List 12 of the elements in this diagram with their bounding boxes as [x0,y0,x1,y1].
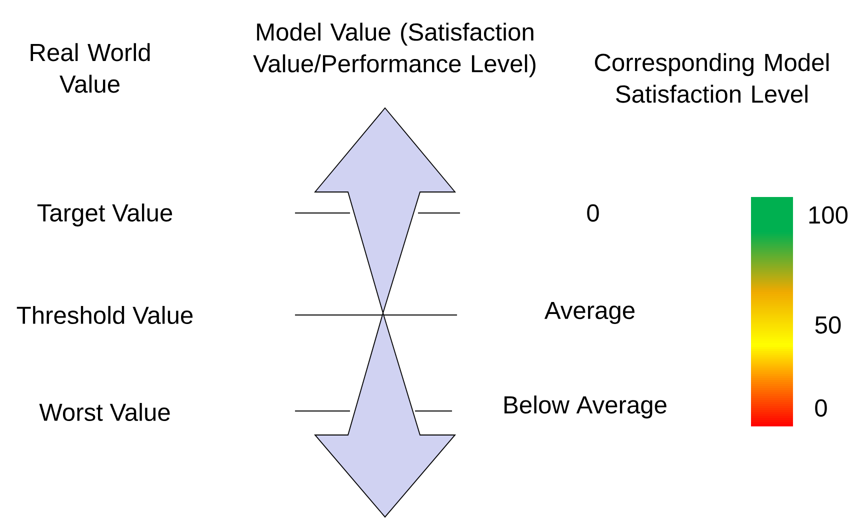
column-heading: Model Value (Satisfaction Value/Performance Level) [253,22,536,78]
row-label: Target Value [37,204,172,226]
scale-tick-label: 50 [815,316,841,334]
row-label: Worst Value [39,402,170,422]
satisfaction-label: 0 [587,204,599,222]
column-heading: Corresponding Model Satisfaction Level [594,53,829,103]
satisfaction-label: Average [544,302,634,324]
satisfaction-label: Below Average [504,396,666,418]
column-heading: Real World Value [30,43,150,93]
scale-tick-label: 0 [815,399,827,417]
row-label: Threshold Value [16,306,193,324]
scale-tick-label: 100 [809,206,848,224]
